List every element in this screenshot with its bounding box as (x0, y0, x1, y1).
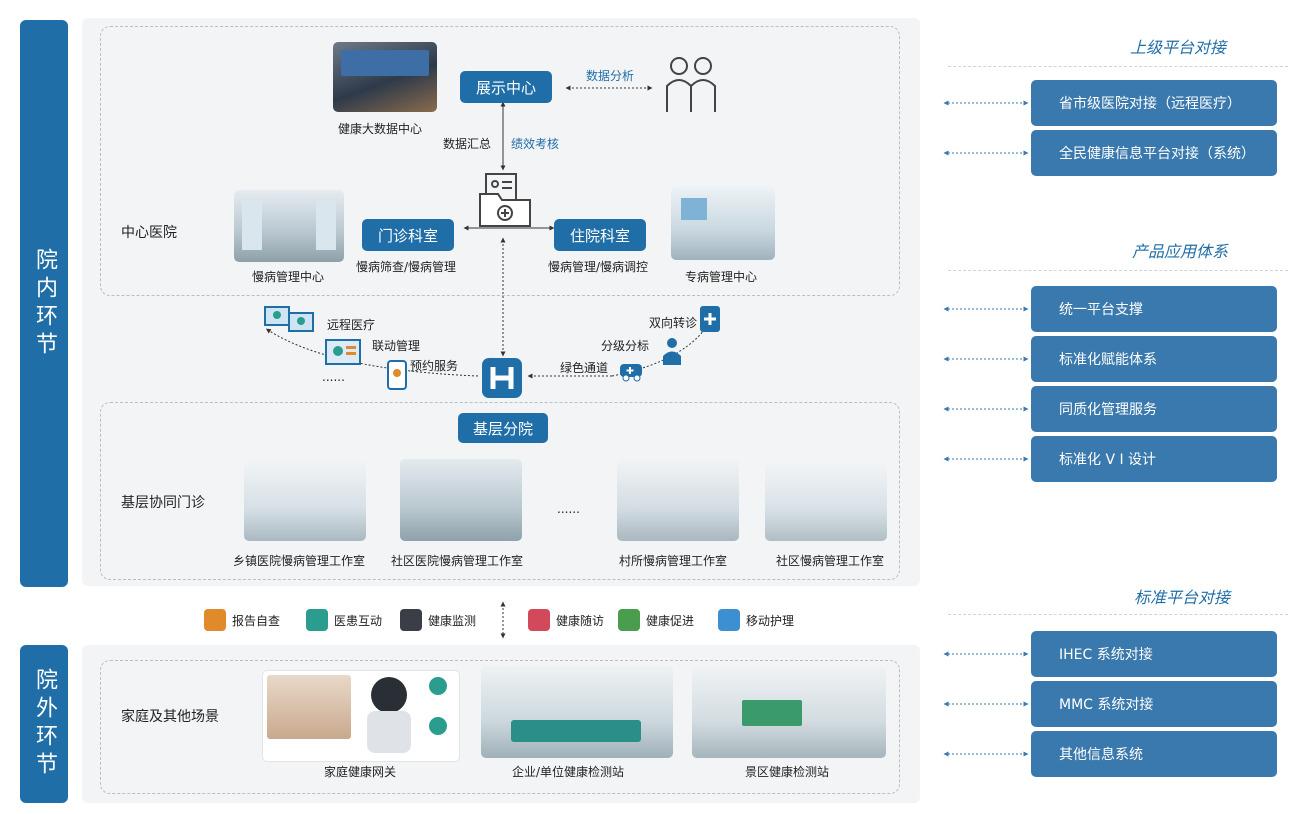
outside-region (100, 660, 900, 794)
chronic-center-label: 慢病管理中心 (252, 270, 325, 284)
remote-medical-icon (264, 306, 314, 332)
people-icon (666, 57, 716, 112)
sidebar-inner-label: 院内环节 (32, 247, 57, 360)
special-center-photo (671, 186, 775, 260)
grassroots-photo-4 (765, 459, 887, 541)
enterprise-station-label: 企业/单位健康检测站 (512, 765, 625, 779)
outpatient-sub-label: 慢病筛查/慢病管理 (356, 260, 457, 274)
doctor-icon (306, 609, 328, 631)
service-promotion-label: 健康促进 (646, 613, 695, 628)
data-summary-label: 数据汇总 (443, 137, 492, 151)
big-data-center-label: 健康大数据中心 (338, 122, 423, 136)
inpatient-box: 住院科室 (554, 219, 646, 251)
right-connectors (943, 100, 1029, 757)
product-system-title: 产品应用体系 (1132, 242, 1229, 261)
triage-label: 分级分标 (601, 339, 650, 353)
service-monitoring: 健康监测 (400, 609, 476, 631)
medical-folder-icon (479, 173, 531, 227)
family-scene-label: 家庭及其他场景 (121, 709, 219, 725)
sidebar-inner: 院内环节 (20, 20, 68, 587)
collab-clinic-label: 基层协同门诊 (121, 495, 205, 511)
family-gateway-label: 家庭健康网关 (324, 765, 397, 779)
grassroots-label-2: 社区医院慢病管理工作室 (391, 554, 524, 568)
ambulance-icon (620, 364, 642, 382)
standard-separator (948, 614, 1288, 615)
central-hospital-region (100, 26, 900, 296)
standard-platform-title: 标准平台对接 (1134, 588, 1231, 607)
appointment-phone-icon (387, 360, 407, 390)
sidebar-outer-label: 院外环节 (32, 668, 57, 780)
performance-label: 绩效考核 (511, 137, 560, 151)
remote-label: 远程医疗 (327, 318, 376, 332)
grassroots-photo-3 (617, 459, 739, 541)
service-interaction-label: 医患互动 (334, 613, 383, 628)
mobile-health-icon (618, 609, 640, 631)
product-item-4: 标准化 V I 设计 (1031, 436, 1277, 482)
middle-ellipsis: ...... (322, 370, 345, 384)
upper-item-1: 省市级医院对接（远程医疗） (1031, 80, 1277, 126)
big-data-center-photo (333, 42, 437, 112)
service-nursing: 移动护理 (718, 609, 794, 631)
linkage-icon (325, 339, 361, 365)
product-separator (948, 270, 1288, 271)
central-hospital-label: 中心医院 (121, 225, 177, 241)
service-report: 报告自查 (204, 609, 280, 631)
grassroots-photo-2 (400, 459, 522, 541)
grassroots-label-3: 村所慢病管理工作室 (619, 554, 728, 568)
data-analysis-label: 数据分析 (586, 69, 635, 83)
special-center-label: 专病管理中心 (685, 270, 758, 284)
product-item-2: 标准化赋能体系 (1031, 336, 1277, 382)
outpatient-box: 门诊科室 (362, 219, 454, 251)
standard-item-3: 其他信息系统 (1031, 731, 1277, 777)
enterprise-station-photo (481, 666, 673, 758)
service-followup: 健康随访 (528, 609, 604, 631)
green-channel-label: 绿色通道 (560, 361, 609, 375)
family-gateway-photo (262, 670, 460, 762)
grassroots-photo-1 (244, 459, 366, 541)
linkage-label: 联动管理 (372, 339, 421, 353)
chronic-center-photo (234, 190, 344, 262)
upper-item-2: 全民健康信息平台对接（系统） (1031, 130, 1277, 176)
product-item-3: 同质化管理服务 (1031, 386, 1277, 432)
grassroots-ellipsis: ...... (557, 502, 580, 516)
referral-icon (700, 306, 720, 332)
service-monitoring-label: 健康监测 (428, 613, 477, 628)
hospital-h-icon (482, 358, 522, 398)
inpatient-sub-label: 慢病管理/慢病调控 (548, 260, 649, 274)
scenic-station-label: 景区健康检测站 (745, 765, 830, 779)
display-center-box: 展示中心 (460, 71, 552, 103)
appointment-label: 预约服务 (410, 359, 459, 373)
phone-icon (528, 609, 550, 631)
upper-separator (948, 66, 1288, 67)
standard-item-1: IHEC 系统对接 (1031, 631, 1277, 677)
grassroots-label-4: 社区慢病管理工作室 (776, 554, 885, 568)
grassroots-label-1: 乡镇医院慢病管理工作室 (233, 554, 366, 568)
upper-platform-title: 上级平台对接 (1130, 38, 1227, 57)
branch-box: 基层分院 (458, 413, 548, 443)
monitor-icon (400, 609, 422, 631)
scenic-station-photo (692, 666, 886, 758)
service-followup-label: 健康随访 (556, 613, 605, 628)
nurse-icon (718, 609, 740, 631)
service-report-label: 报告自查 (232, 613, 281, 628)
report-icon (204, 609, 226, 631)
service-nursing-label: 移动护理 (746, 613, 795, 628)
standard-item-2: MMC 系统对接 (1031, 681, 1277, 727)
grassroots-region (100, 402, 900, 580)
service-promotion: 健康促进 (618, 609, 694, 631)
product-item-1: 统一平台支撑 (1031, 286, 1277, 332)
service-interaction: 医患互动 (306, 609, 382, 631)
sidebar-outer: 院外环节 (20, 645, 68, 803)
referral-label: 双向转诊 (649, 316, 698, 330)
triage-icon (663, 338, 681, 365)
